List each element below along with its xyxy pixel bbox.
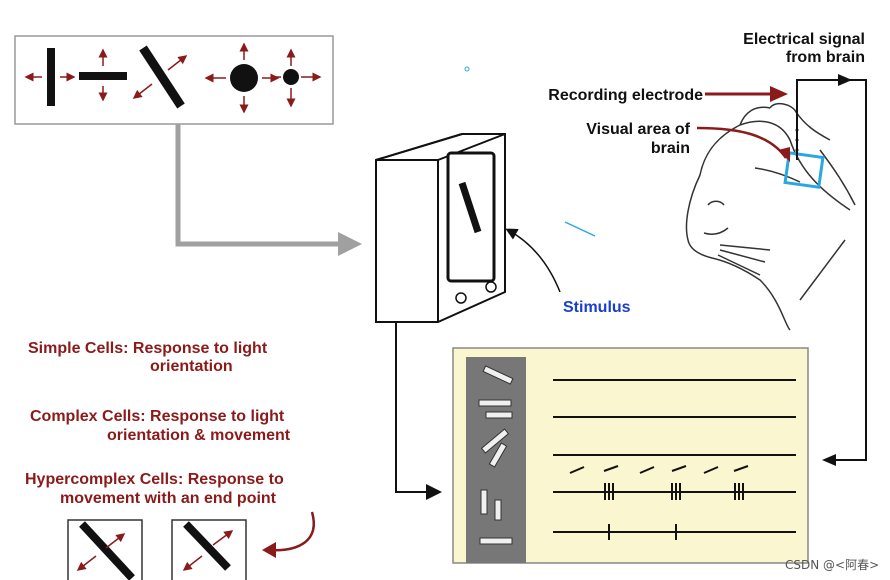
movement-markers bbox=[569, 465, 749, 474]
diagonal-bar-stimulus bbox=[132, 45, 188, 109]
recording-electrode bbox=[783, 88, 825, 189]
small-spot-stimulus bbox=[275, 48, 322, 108]
electrical-signal-label-2: from brain bbox=[785, 49, 865, 66]
hypercomplex-example-1 bbox=[67, 519, 143, 580]
hypercomplex-cells-label-1: Hypercomplex Cells: Response to bbox=[25, 471, 284, 488]
monitor-to-recording-arrow bbox=[395, 322, 442, 500]
stimulus-monitor bbox=[375, 133, 506, 323]
hypercomplex-cells-label-2: movement with an end point bbox=[60, 490, 277, 507]
simple-cells-label-2: orientation bbox=[150, 358, 233, 375]
recording-electrode-label: Recording electrode bbox=[548, 87, 703, 104]
recording-panel bbox=[452, 347, 809, 564]
stimulus-pointer-arrow bbox=[505, 228, 561, 293]
spike-traces bbox=[553, 379, 796, 540]
simple-cells-label-1: Simple Cells: Response to light bbox=[28, 340, 268, 357]
complex-cells-label-1: Complex Cells: Response to light bbox=[30, 408, 285, 425]
cat-head-illustration bbox=[685, 102, 856, 331]
stimulus-label: Stimulus bbox=[563, 299, 631, 316]
watermark: CSDN @<阿春> bbox=[785, 558, 880, 572]
visual-area-pointer bbox=[696, 126, 788, 159]
large-spot-stimulus bbox=[204, 42, 280, 114]
hypercomplex-example-2 bbox=[171, 519, 247, 580]
horizontal-bar-stimulus bbox=[79, 48, 127, 102]
small-mark bbox=[464, 66, 470, 72]
visual-area-label-1: Visual area of bbox=[586, 121, 690, 138]
complex-cells-label-2: orientation & movement bbox=[107, 427, 291, 444]
stimulus-to-monitor-arrow bbox=[175, 124, 362, 256]
electrical-signal-wire bbox=[796, 74, 867, 466]
cyan-mark bbox=[564, 221, 596, 237]
recording-electrode-pointer-head bbox=[770, 86, 788, 102]
visual-area-pointer-head bbox=[778, 147, 790, 162]
electrical-signal-label-1: Electrical signal bbox=[743, 31, 865, 48]
vertical-bar-stimulus bbox=[24, 48, 76, 106]
hypercomplex-pointer-head bbox=[262, 542, 276, 558]
visual-area-label-2: brain bbox=[650, 140, 690, 157]
hypercomplex-pointer-arrow bbox=[267, 511, 315, 552]
stimulus-examples-box bbox=[14, 35, 334, 125]
